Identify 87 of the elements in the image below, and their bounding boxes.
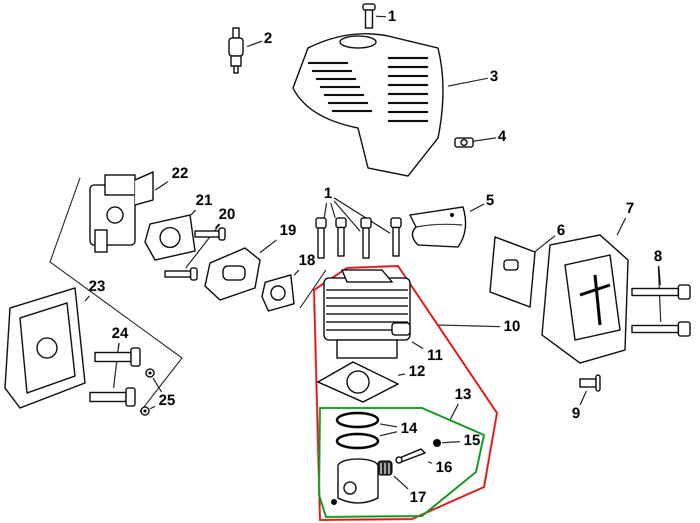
fitting-drawing [455, 135, 473, 150]
air-filter-drawing [5, 288, 85, 408]
callout-number: 5 [484, 192, 496, 210]
callout-number: 2 [262, 30, 274, 48]
leader-line [294, 270, 300, 276]
washer-drawing [140, 406, 150, 416]
bolt-drawing [632, 322, 690, 336]
leader-line [470, 204, 484, 212]
leader-line [118, 342, 120, 348]
callout-number: 7 [624, 200, 636, 218]
callout-number: 21 [192, 192, 216, 210]
leader-line [380, 423, 398, 428]
leader-line [412, 341, 424, 350]
bolt-drawing [95, 348, 140, 366]
leader-line [154, 181, 168, 191]
leader-line [658, 266, 661, 286]
bolt-drawing [165, 268, 197, 280]
leader-line [398, 374, 406, 376]
callout-number: 18 [295, 252, 319, 270]
leader-line [150, 406, 156, 410]
callout-number: 1 [322, 185, 334, 203]
gasket-drawing [318, 362, 398, 402]
callout-number: 4 [496, 128, 508, 146]
muffler-drawing [540, 235, 630, 365]
leader-line [185, 224, 220, 268]
bolt-drawing [390, 218, 402, 256]
leader-line [658, 266, 662, 322]
callout-number: 20 [215, 206, 239, 224]
callout-number: 14 [397, 420, 421, 438]
leader-line [246, 40, 262, 48]
bolt-drawing [335, 218, 347, 256]
needle-bearing-drawing [376, 459, 394, 477]
leader-line [580, 390, 587, 406]
leader-line [394, 476, 409, 490]
piston-ring-drawing [335, 411, 380, 429]
callout-number: 19 [276, 222, 300, 240]
leader-line [438, 324, 500, 328]
leader-line [472, 137, 496, 142]
kit-outline [313, 265, 498, 521]
leader-line [442, 441, 460, 444]
callout-number: 10 [500, 318, 524, 336]
callout-number: 12 [405, 363, 429, 381]
leader-line [260, 240, 277, 254]
leader-line [190, 210, 196, 216]
circlip-drawing [432, 438, 442, 448]
bolt-drawing [360, 218, 372, 258]
leader-line [334, 200, 360, 232]
bolt-drawing [632, 285, 690, 299]
leader-line [428, 461, 432, 464]
leader-line [534, 235, 556, 252]
leader-line [330, 202, 336, 218]
callout-number: 16 [432, 459, 456, 477]
leader-line [152, 378, 162, 392]
gasket-drawing [262, 275, 294, 311]
leader-line [380, 431, 398, 436]
callout-number: 9 [570, 405, 582, 423]
callout-number: 6 [555, 222, 567, 240]
callout-number: 8 [652, 248, 664, 266]
leader-line [450, 404, 459, 420]
callout-number: 15 [460, 432, 484, 450]
callout-number: 11 [423, 347, 447, 365]
bolt-drawing [580, 375, 600, 391]
leader-line [448, 78, 488, 87]
bolt-drawing [315, 218, 327, 258]
cylinder-drawing [322, 268, 412, 360]
leader-line [616, 218, 626, 236]
leader-line [84, 296, 90, 302]
bolt-drawing [362, 4, 376, 28]
callout-number: 24 [108, 325, 132, 343]
leader-line [324, 202, 328, 218]
piston-ring-drawing [335, 432, 380, 450]
leader-line [334, 197, 390, 234]
piston-pin-drawing [393, 447, 428, 463]
leader-line [214, 224, 220, 228]
callout-number: 13 [453, 386, 473, 404]
callout-number: 22 [168, 165, 192, 183]
callout-number: 17 [406, 489, 430, 507]
callout-number: 25 [155, 392, 179, 410]
washer-drawing [145, 368, 155, 378]
kit-outline [318, 407, 485, 518]
callout-number: 23 [85, 278, 109, 296]
callout-number: 1 [386, 8, 398, 26]
gasket-drawing [145, 215, 195, 260]
bolt-drawing [90, 388, 135, 406]
leader-line [376, 16, 386, 18]
callout-number: 3 [488, 68, 500, 86]
bolt-drawing [195, 228, 225, 240]
